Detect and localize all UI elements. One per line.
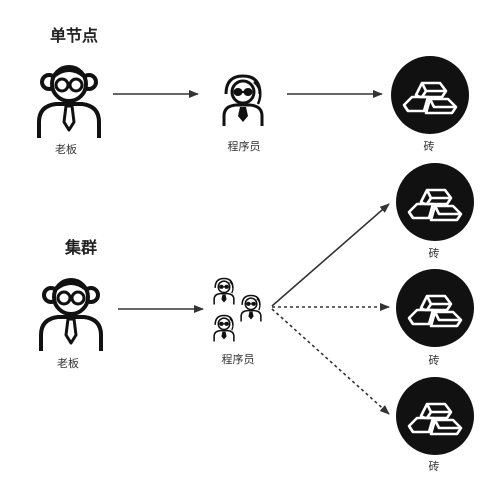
boss-icon xyxy=(39,278,103,353)
brick-label-single: 砖 xyxy=(423,140,435,153)
programmer-label-cluster: 程序员 xyxy=(221,353,255,366)
programmer-icon xyxy=(213,314,235,343)
programmer-icon xyxy=(213,277,235,306)
programmer-icon xyxy=(222,74,264,128)
cluster-title: 集群 xyxy=(65,238,98,257)
brick-label-cluster-3: 砖 xyxy=(428,460,440,473)
arrow-cluster-to-brick-3 xyxy=(271,308,390,415)
arrow-cluster-to-brick-1 xyxy=(271,203,390,307)
boss-label-single: 老板 xyxy=(55,143,77,156)
boss-icon xyxy=(37,65,101,140)
boss-label-cluster: 老板 xyxy=(57,357,79,370)
programmer-icon xyxy=(240,294,262,323)
programmer-label-single: 程序员 xyxy=(227,140,261,153)
brick-icon xyxy=(395,376,475,456)
brick-icon xyxy=(395,268,475,348)
single-node-title: 单节点 xyxy=(50,26,99,45)
brick-icon xyxy=(390,55,470,135)
brick-label-cluster-1: 砖 xyxy=(428,247,440,260)
brick-icon xyxy=(395,162,475,242)
brick-label-cluster-2: 砖 xyxy=(428,354,440,367)
